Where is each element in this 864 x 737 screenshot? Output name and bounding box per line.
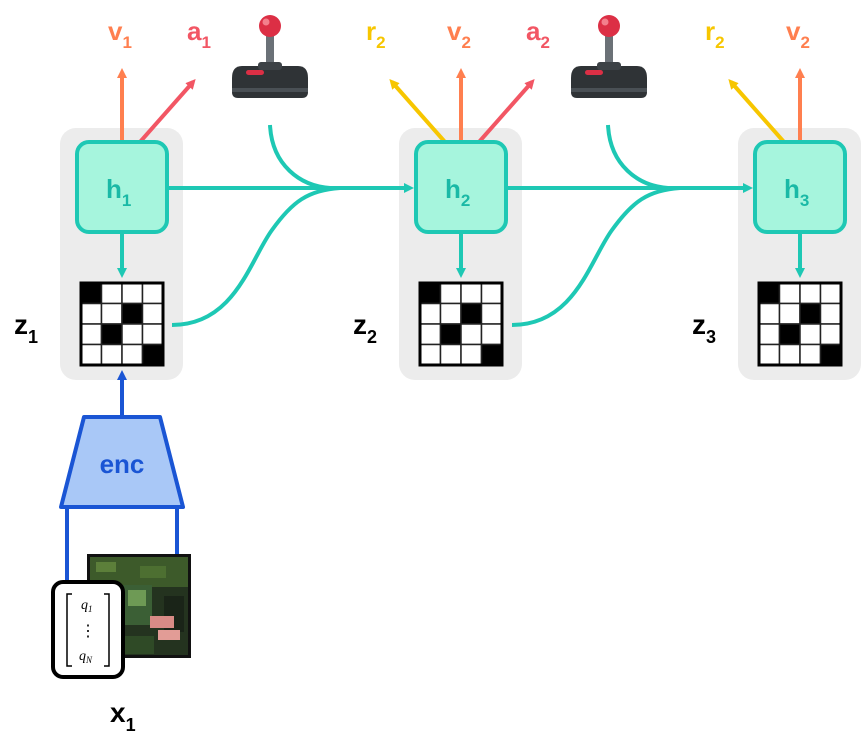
grid-cell [439, 282, 462, 305]
grid-cell [100, 282, 123, 305]
value-label-1: v1 [108, 16, 132, 52]
latent-grid-1 [79, 281, 165, 367]
grid-cell [778, 343, 801, 366]
latent-grid-2 [418, 281, 504, 367]
grid-cell [439, 302, 462, 325]
vector-dots: ⋮ [80, 623, 96, 640]
grid-cell [758, 282, 781, 305]
vector-entry-first: q1 [81, 598, 93, 614]
action-merge-curve-2 [606, 124, 669, 190]
grid-cell [80, 302, 103, 325]
grid-cell [758, 323, 781, 346]
hidden-label-2: h2 [445, 174, 470, 210]
hidden-state-box-1 [75, 140, 169, 234]
grid-cell [819, 302, 842, 325]
input-label: x1 [110, 697, 136, 735]
action-arrow-2 [477, 79, 535, 144]
grid-cell [100, 323, 123, 346]
latent-merge-curve-2 [511, 186, 681, 327]
joystick-icon [232, 15, 308, 98]
grid-cell [778, 282, 801, 305]
latent-label-3: z3 [692, 309, 716, 347]
grid-cell [799, 302, 822, 325]
value-label-2: v2 [447, 16, 471, 52]
joystick-icon [571, 15, 647, 98]
grid-cell [799, 282, 822, 305]
grid-cell [100, 302, 123, 325]
grid-cell [799, 323, 822, 346]
grid-cell [121, 282, 144, 305]
encoder-block [59, 415, 185, 509]
grid-cell [80, 282, 103, 305]
grid-cell [480, 302, 503, 325]
grid-cell [758, 302, 781, 325]
grid-cell [141, 302, 164, 325]
hidden-label-3: h3 [784, 174, 809, 210]
grid-cell [439, 343, 462, 366]
reward-arrow-2 [389, 79, 447, 144]
reward-label-3: r2 [705, 16, 725, 52]
latent-label-1: z1 [14, 309, 38, 347]
grid-cell [819, 343, 842, 366]
action-arrow-1 [138, 79, 196, 144]
grid-cell [799, 343, 822, 366]
grid-cell [778, 302, 801, 325]
reward-arrow-3 [728, 79, 786, 144]
grid-cell [778, 323, 801, 346]
hidden-state-box-3 [753, 140, 847, 234]
action-label-1: a1 [187, 16, 211, 52]
grid-cell [141, 282, 164, 305]
grid-cell [419, 323, 442, 346]
grid-cell [419, 343, 442, 366]
grid-cell [480, 323, 503, 346]
grid-cell [80, 343, 103, 366]
latent-grid-3 [757, 281, 843, 367]
grid-cell [141, 343, 164, 366]
reward-label-2: r2 [366, 16, 386, 52]
grid-cell [419, 282, 442, 305]
grid-cell [121, 343, 144, 366]
grid-cell [758, 343, 781, 366]
latent-merge-curve-1 [171, 186, 341, 327]
value-label-3: v2 [786, 16, 810, 52]
grid-cell [141, 323, 164, 346]
grid-cell [419, 302, 442, 325]
grid-cell [121, 302, 144, 325]
encoder-label: enc [100, 449, 145, 479]
action-merge-curve-1 [268, 124, 331, 190]
grid-cell [460, 323, 483, 346]
grid-border [418, 281, 504, 367]
hidden-label-1: h1 [106, 174, 131, 210]
grid-cell [480, 343, 503, 366]
grid-cell [121, 323, 144, 346]
vector-entry-last: qN [79, 649, 93, 665]
grid-cell [819, 323, 842, 346]
hidden-state-box-2 [414, 140, 508, 234]
grid-cell [819, 282, 842, 305]
grid-cell [480, 282, 503, 305]
grid-cell [439, 323, 462, 346]
grid-cell [100, 343, 123, 366]
grid-cell [460, 343, 483, 366]
action-label-2: a2 [526, 16, 550, 52]
grid-cell [460, 282, 483, 305]
grid-border [79, 281, 165, 367]
grid-border [757, 281, 843, 367]
latent-label-2: z2 [353, 309, 377, 347]
grid-cell [80, 323, 103, 346]
grid-cell [460, 302, 483, 325]
position-vector-icon: q1 ⋮ qN [51, 580, 125, 679]
